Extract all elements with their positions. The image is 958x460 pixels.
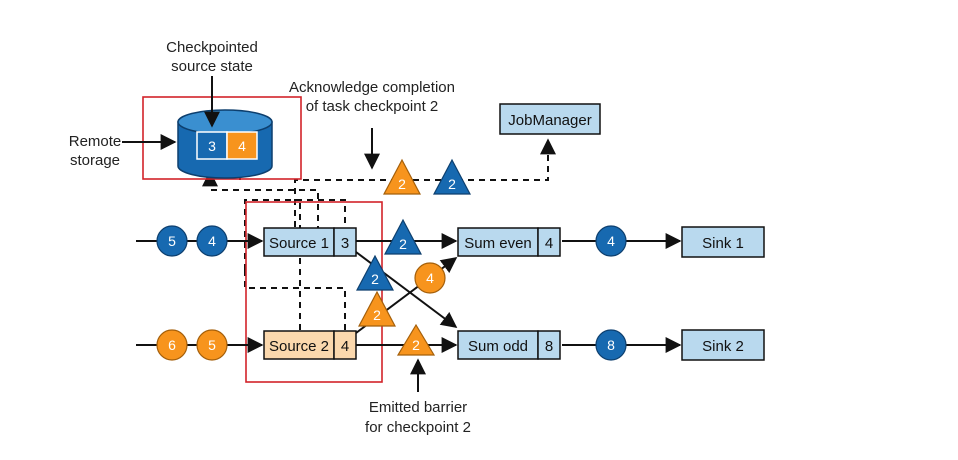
sum-odd-label: Sum odd — [468, 338, 528, 355]
record-to-sum-even: 4 — [414, 262, 446, 294]
barrier-source1-cross: 2 — [356, 254, 394, 291]
checkpointed-state-label-2: source state — [171, 58, 253, 75]
source1-state: 3 — [341, 235, 349, 252]
barrier-source1-out: 2 — [384, 218, 422, 255]
jobmanager-label: JobManager — [508, 112, 591, 129]
sum-odd-node: Sum odd 8 — [457, 330, 561, 360]
record-odd-out: 8 — [595, 329, 627, 361]
record-to-sum-even-label: 4 — [426, 270, 434, 286]
sink1-node: Sink 1 — [681, 226, 765, 258]
remote-storage-label-2: storage — [70, 152, 120, 169]
record-even-out: 4 — [595, 225, 627, 257]
ack-barrier-orange: 2 — [383, 158, 421, 195]
storage-cell-2-value: 4 — [238, 138, 246, 154]
input-record-2b-label: 5 — [208, 337, 216, 353]
record-odd-out-label: 8 — [607, 337, 615, 353]
barrier-source1-out-label: 2 — [399, 236, 407, 252]
remote-storage-cylinder: 3 4 — [177, 109, 273, 179]
barrier-source2-cross: 2 — [358, 290, 396, 327]
input-record-2b: 5 — [196, 329, 228, 361]
barrier-source1-cross-label: 2 — [371, 271, 379, 287]
ack-barrier-blue-label: 2 — [448, 176, 456, 192]
barrier-source2-cross-label: 2 — [373, 307, 381, 323]
storage-cell-1 — [196, 131, 228, 160]
input-record-2a-label: 6 — [168, 337, 176, 353]
source1-node: Source 1 3 — [263, 227, 357, 257]
source2-label: Source 2 — [269, 338, 329, 355]
sources-highlight-box — [245, 201, 383, 383]
record-even-out-label: 4 — [607, 233, 615, 249]
sink1-label: Sink 1 — [702, 235, 744, 252]
sum-even-node: Sum even 4 — [457, 227, 561, 257]
emitted-barrier-label-2: for checkpoint 2 — [365, 419, 471, 436]
storage-cell-2 — [226, 131, 258, 160]
sum-odd-state: 8 — [545, 338, 553, 355]
sink2-node: Sink 2 — [681, 329, 765, 361]
sink2-label: Sink 2 — [702, 338, 744, 355]
storage-cell-1-value: 3 — [208, 138, 216, 154]
storage-highlight-box — [142, 96, 302, 180]
jobmanager-node: JobManager — [499, 103, 601, 135]
input-record-1a: 5 — [156, 225, 188, 257]
sum-even-label: Sum even — [464, 235, 532, 252]
source2-state: 4 — [341, 338, 349, 355]
input-record-1a-label: 5 — [168, 233, 176, 249]
remote-storage-label-1: Remote — [69, 133, 122, 150]
stream-edges — [136, 233, 682, 353]
emitted-barrier-label-1: Emitted barrier — [369, 399, 467, 416]
source1-label: Source 1 — [269, 235, 329, 252]
barrier-source2-out-label: 2 — [412, 337, 420, 353]
checkpointed-state-label-1: Checkpointed — [166, 39, 258, 56]
input-record-2a: 6 — [156, 329, 188, 361]
ack-barrier-blue: 2 — [433, 158, 471, 195]
input-record-1b-label: 4 — [208, 233, 216, 249]
source2-node: Source 2 4 — [263, 330, 357, 360]
sum-even-state: 4 — [545, 235, 553, 252]
barrier-source2-out: 2 — [396, 323, 436, 356]
ack-completion-label-2: of task checkpoint 2 — [306, 98, 439, 115]
input-record-1b: 4 — [196, 225, 228, 257]
ack-barrier-orange-label: 2 — [398, 176, 406, 192]
ack-completion-label-1: Acknowledge completion — [289, 79, 455, 96]
